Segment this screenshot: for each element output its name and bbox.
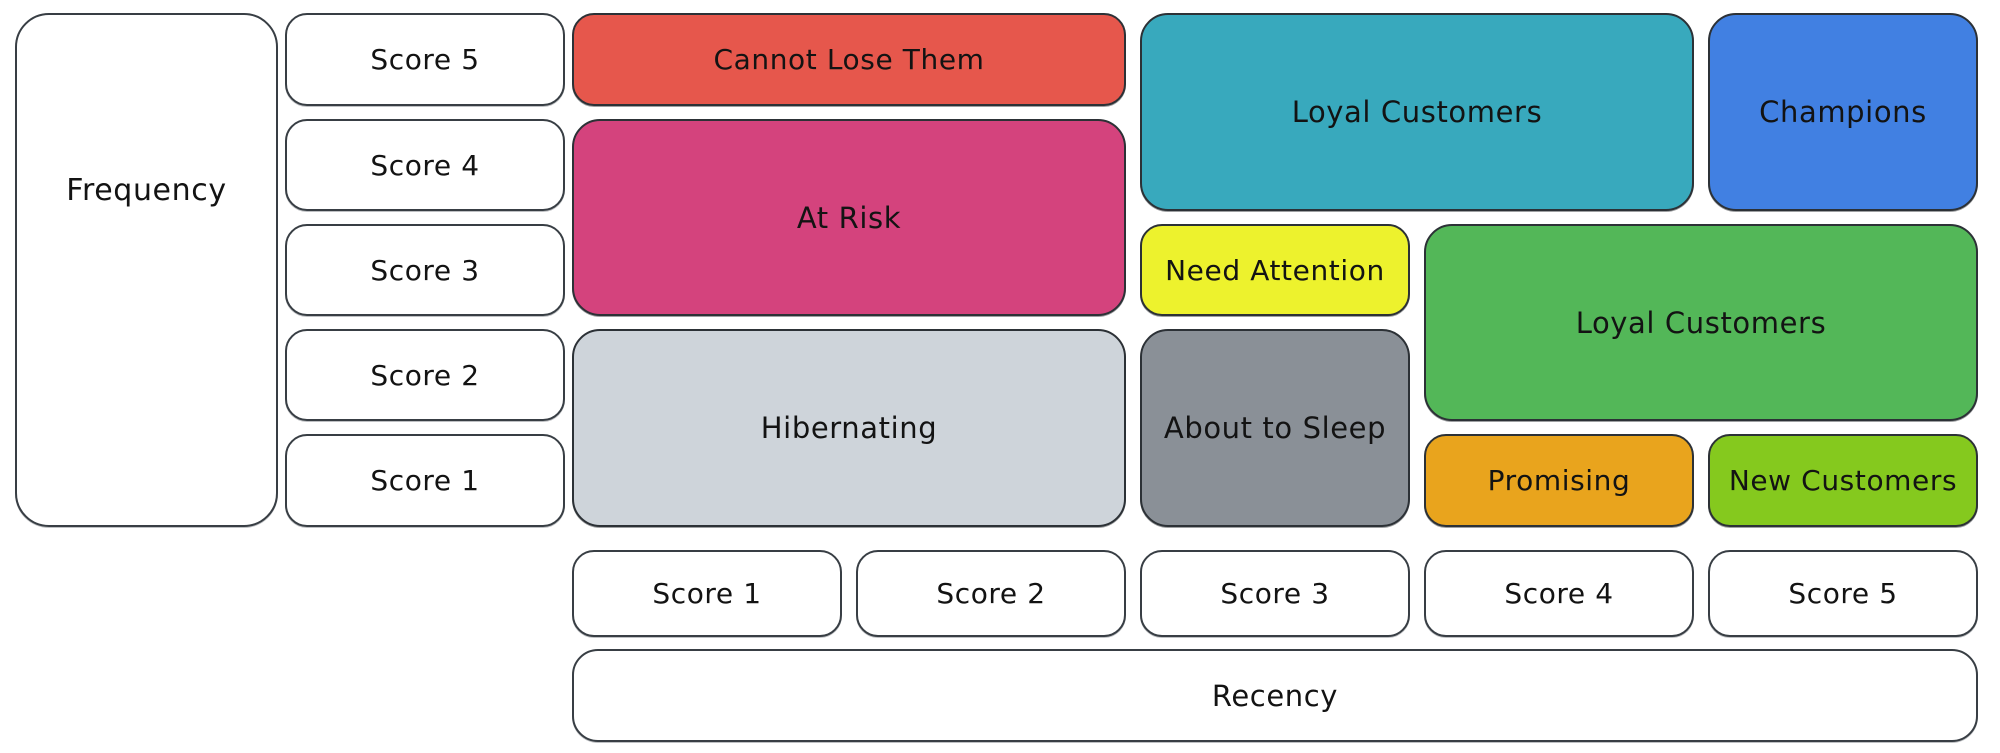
segmentation-grid: Frequency Score 5 Score 4 Score 3 Score …	[15, 13, 1978, 742]
recency-score-5: Score 5	[1708, 550, 1978, 637]
recency-score-4: Score 4	[1424, 550, 1694, 637]
segment-loyal-customers-green: Loyal Customers	[1424, 224, 1978, 421]
frequency-score-5: Score 5	[285, 13, 565, 106]
frequency-score-3: Score 3	[285, 224, 565, 316]
segment-new-customers: New Customers	[1708, 434, 1978, 527]
segment-champions: Champions	[1708, 13, 1978, 211]
segment-need-attention: Need Attention	[1140, 224, 1410, 316]
recency-score-1: Score 1	[572, 550, 842, 637]
segment-about-to-sleep: About to Sleep	[1140, 329, 1410, 527]
recency-axis-label: Recency	[572, 649, 1978, 742]
segment-promising: Promising	[1424, 434, 1694, 527]
segment-at-risk: At Risk	[572, 119, 1126, 316]
frequency-axis-label: Frequency	[15, 13, 278, 527]
frequency-score-4: Score 4	[285, 119, 565, 211]
recency-score-2: Score 2	[856, 550, 1126, 637]
recency-score-3: Score 3	[1140, 550, 1410, 637]
segment-cannot-lose-them: Cannot Lose Them	[572, 13, 1126, 106]
frequency-score-2: Score 2	[285, 329, 565, 421]
frequency-score-1: Score 1	[285, 434, 565, 527]
segment-hibernating: Hibernating	[572, 329, 1126, 527]
segment-loyal-customers-teal: Loyal Customers	[1140, 13, 1694, 211]
